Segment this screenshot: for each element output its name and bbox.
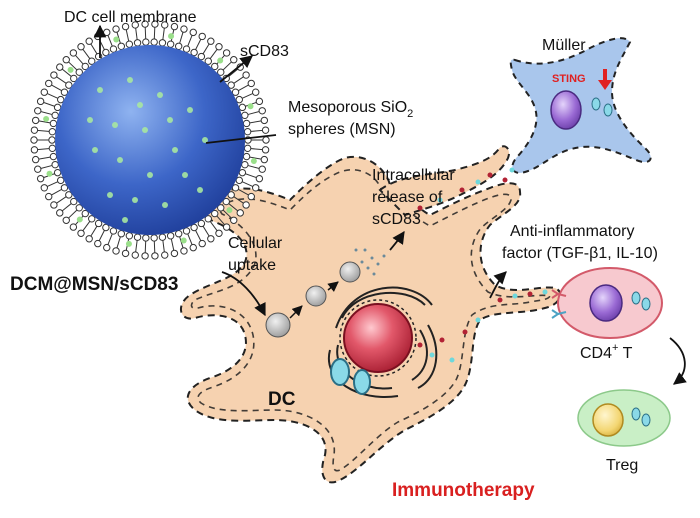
differentiation-arrow xyxy=(669,337,687,385)
immunotherapy-label: Immunotherapy xyxy=(392,480,535,501)
dc-label: DC xyxy=(268,389,296,410)
dc-nucleus xyxy=(343,303,413,373)
cd4-nucleus xyxy=(589,284,623,322)
intracellular-label-2: release of xyxy=(372,189,443,206)
cd4-t-label: CD4+ T xyxy=(580,342,633,362)
sting-down-arrow xyxy=(598,69,612,90)
treg-nucleus xyxy=(592,403,624,437)
muller-nucleus xyxy=(550,90,582,130)
intracellular-label-3: sCD83 xyxy=(372,211,421,228)
scd83-label: sCD83 xyxy=(240,43,289,60)
anti-inflammatory-label-1: Anti-inflammatory xyxy=(510,223,634,240)
intracellular-label-1: Intracellular xyxy=(372,167,455,184)
internalized-particles xyxy=(265,248,386,338)
dcm-msn-nanoparticle xyxy=(30,20,270,260)
treg-label: Treg xyxy=(606,457,638,474)
msn-label-line1: Mesoporous SiO2 xyxy=(288,99,413,120)
lipid-bilayer xyxy=(30,20,270,260)
factor-dots xyxy=(417,172,548,363)
muller-cell: STING xyxy=(502,37,652,183)
dcm-msn-scd83-label: DCM@MSN/sCD83 xyxy=(10,274,178,295)
cd4-t-cell xyxy=(551,267,663,339)
uptake-steps xyxy=(289,281,339,319)
muller-label: Müller xyxy=(542,37,586,54)
msn-label-line2: spheres (MSN) xyxy=(288,121,396,138)
cellular-uptake-label-2: uptake xyxy=(228,257,276,274)
scd83-cargo xyxy=(87,77,208,223)
cellular-uptake-label-1: Cellular xyxy=(228,235,283,252)
dendritic-cell xyxy=(180,145,562,484)
annotation-arrows xyxy=(93,24,507,317)
endoplasmic-reticulum xyxy=(327,286,438,398)
sting-label: STING xyxy=(552,73,586,85)
mitochondria xyxy=(330,358,371,395)
msn-core xyxy=(55,45,245,235)
anti-inflammatory-label-2: factor (TGF-β1, IL-10) xyxy=(502,245,658,262)
treg-cell xyxy=(577,389,671,447)
dc-membrane-label: DC cell membrane xyxy=(64,9,197,26)
